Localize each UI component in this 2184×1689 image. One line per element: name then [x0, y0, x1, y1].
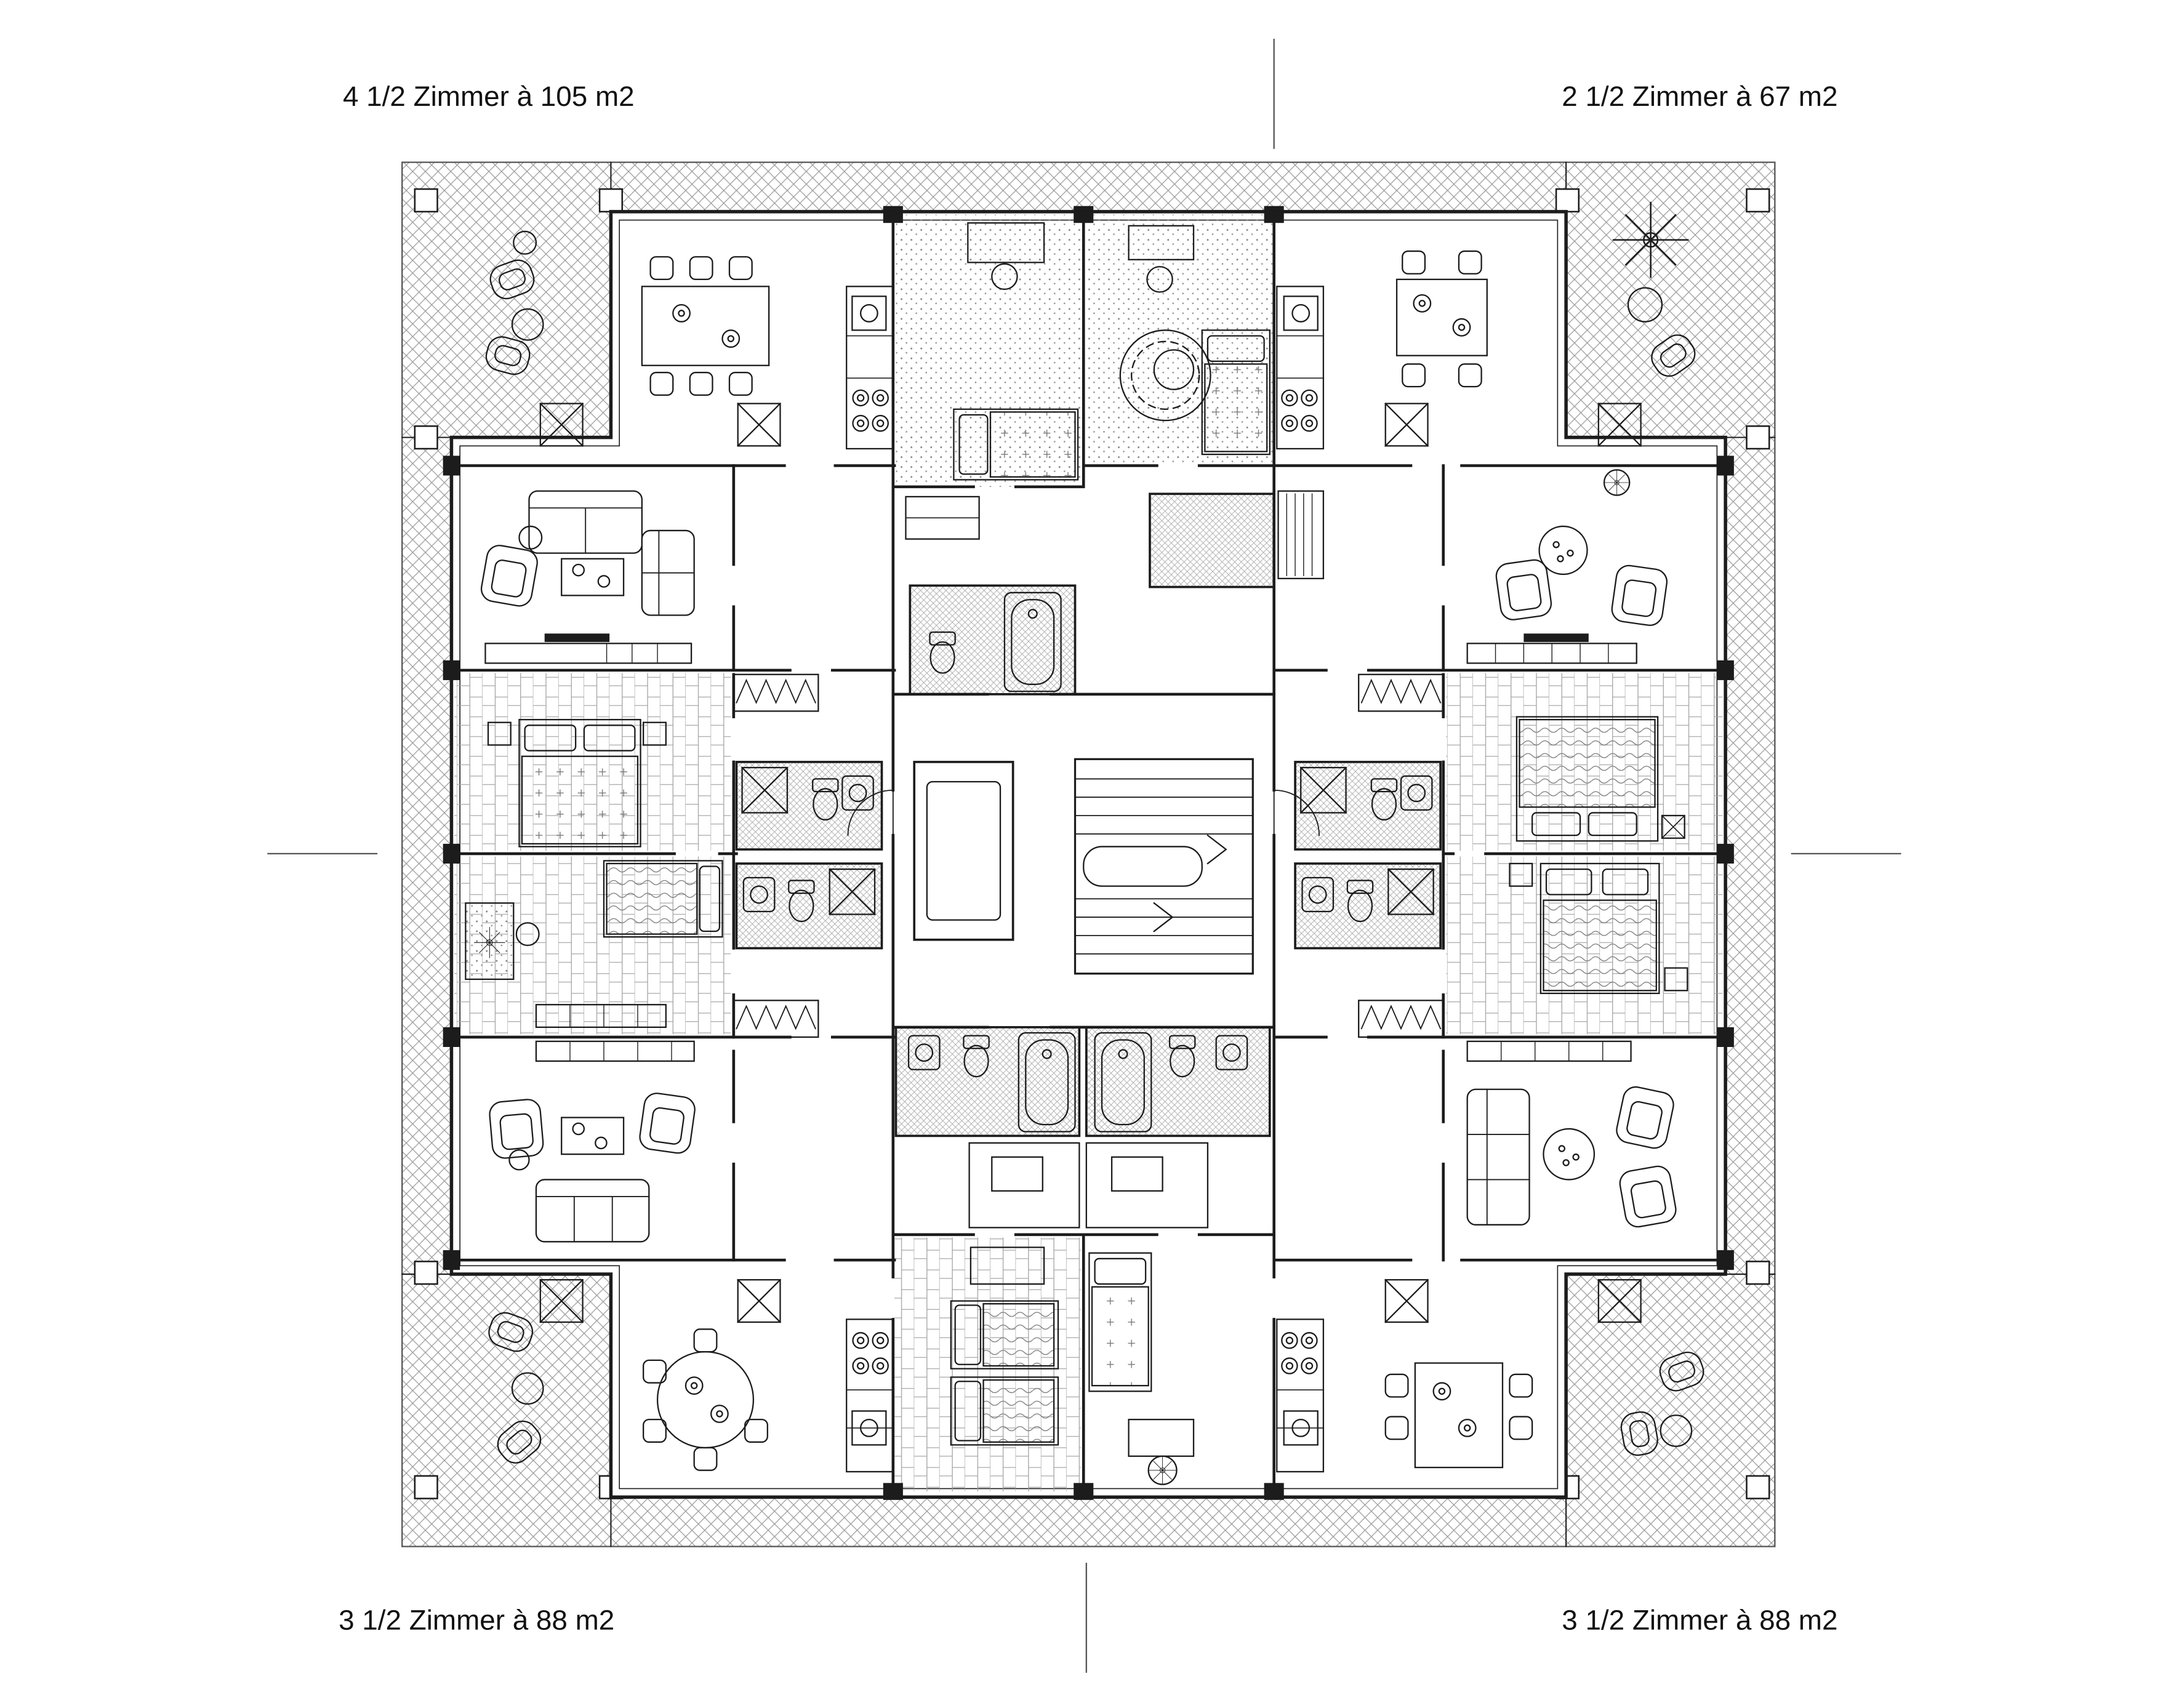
apartment-top-right	[1276, 201, 1701, 842]
section-marks	[267, 39, 1901, 1673]
staircase	[1074, 758, 1254, 975]
balcony-bottom-left	[484, 1308, 547, 1470]
bedroom-d	[1088, 1252, 1195, 1485]
apartment-bottom-left	[484, 1040, 894, 1473]
bedroom-2-tl	[465, 860, 723, 1029]
living-room-tl	[478, 490, 695, 664]
bedroom-1-tl	[487, 718, 667, 848]
kitchen-counter	[846, 286, 894, 450]
label-apartment-bottom-right: 3 1/2 Zimmer à 88 m2	[1562, 1605, 1837, 1636]
bedroom-c	[950, 1246, 1059, 1446]
bedroom-a	[953, 222, 1079, 481]
balcony-top-left	[482, 230, 544, 379]
bathrooms	[735, 492, 1442, 1137]
bedroom-b	[1119, 225, 1271, 455]
balcony-bottom-right	[1618, 1347, 1708, 1458]
bookshelf	[1277, 490, 1325, 580]
dining-kitchen-tl	[641, 256, 894, 450]
living-room-br	[1466, 1040, 1679, 1230]
storage-closets	[968, 1142, 1209, 1229]
label-apartment-top-right: 2 1/2 Zimmer à 67 m2	[1562, 81, 1837, 112]
kitchen-counter	[846, 1318, 894, 1473]
rooms-center-top	[953, 222, 1271, 481]
facade-columns	[414, 188, 1770, 1499]
apartment-top-left	[465, 230, 894, 1029]
entry-door-swings	[847, 789, 1320, 836]
sideboard	[535, 1040, 695, 1062]
balcony-top-right	[1612, 201, 1701, 383]
living-room-bl	[488, 1040, 697, 1243]
tv	[544, 633, 610, 643]
living-room-tr	[1466, 469, 1669, 664]
kitchen-counter	[1276, 286, 1325, 450]
kitchen-counter	[1276, 1318, 1325, 1473]
bedroom-br	[1509, 862, 1688, 994]
dining-kitchen-br	[1276, 1318, 1533, 1473]
dining-kitchen-tr	[1276, 250, 1488, 450]
bedroom-tr	[1516, 716, 1685, 842]
label-apartment-bottom-left: 3 1/2 Zimmer à 88 m2	[339, 1605, 614, 1636]
wardrobes	[733, 673, 1444, 1038]
stair-core	[847, 490, 1325, 1229]
plan-labels: 4 1/2 Zimmer à 105 m2 2 1/2 Zimmer à 67 …	[339, 81, 1837, 1636]
floor-finishes	[454, 214, 1723, 1492]
dining-kitchen-bl	[643, 1318, 894, 1473]
wall-piers	[443, 206, 1734, 1500]
elevator	[913, 761, 1014, 941]
sideboard	[1466, 1040, 1632, 1062]
exterior-walls	[449, 210, 1727, 1499]
apartment-bottom-right	[1276, 862, 1708, 1473]
plan-drawing: 4 1/2 Zimmer à 105 m2 2 1/2 Zimmer à 67 …	[267, 39, 1901, 1673]
rooms-center-bottom	[950, 1246, 1195, 1485]
tv	[1524, 633, 1589, 643]
label-apartment-top-left: 4 1/2 Zimmer à 105 m2	[343, 81, 635, 112]
sideboard	[484, 643, 693, 664]
